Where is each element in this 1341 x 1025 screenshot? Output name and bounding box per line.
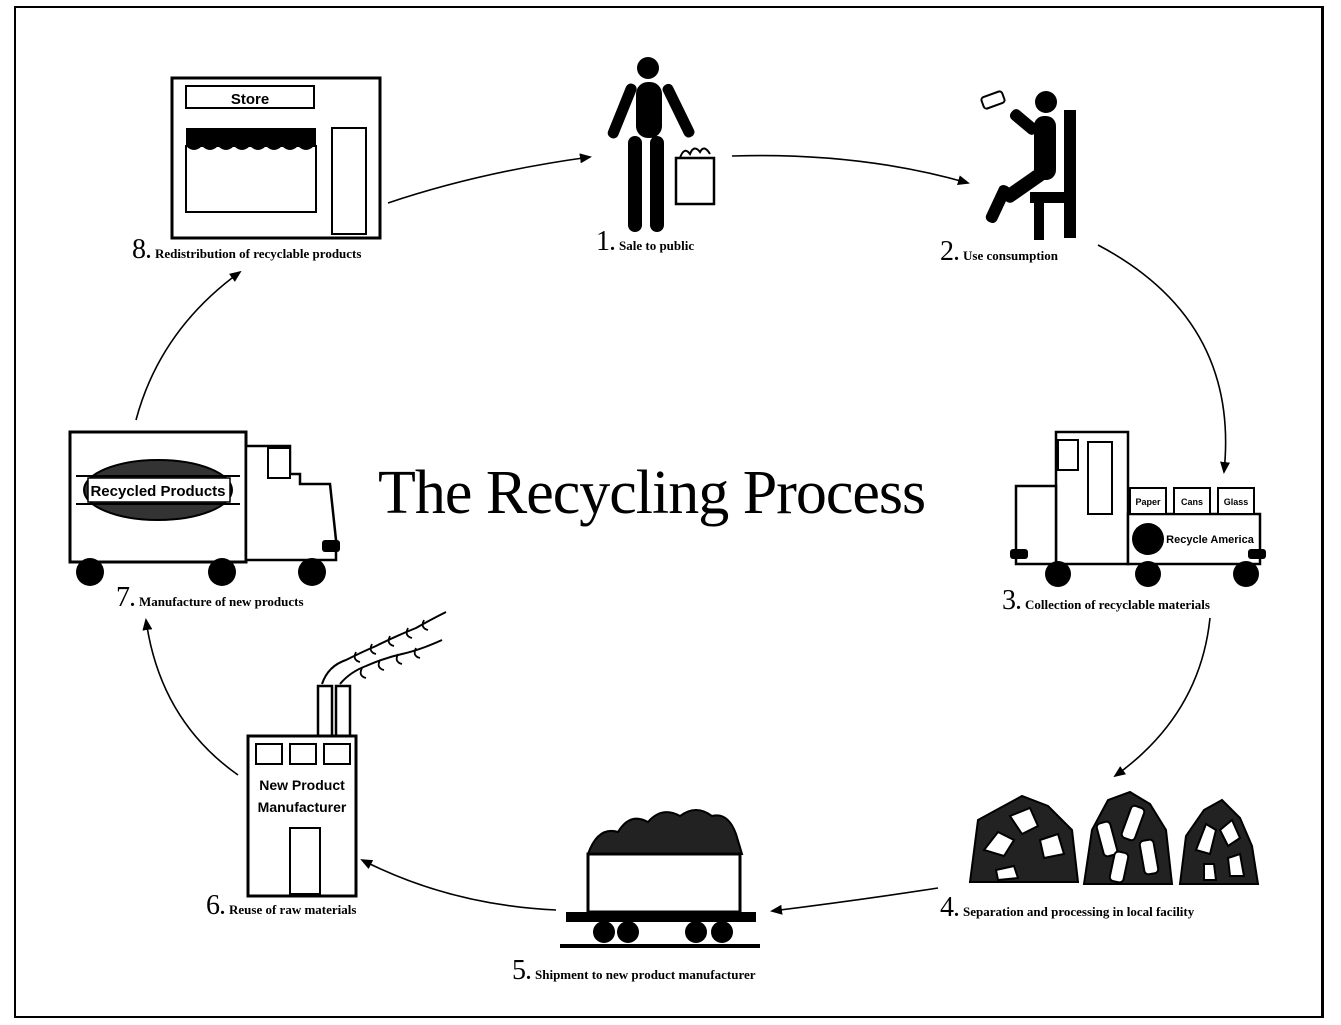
arrow-8-to-1 bbox=[387, 153, 592, 204]
shopper-illustration bbox=[607, 57, 716, 232]
bin-label-cans: Cans bbox=[1181, 497, 1203, 507]
arrow-5-to-6 bbox=[360, 859, 557, 911]
diagram-title: The Recycling Process bbox=[378, 459, 926, 527]
step-text: Shipment to new product manufacturer bbox=[535, 967, 756, 982]
step-text: Reuse of raw materials bbox=[229, 902, 357, 917]
step-1-label: 1.Sale to public bbox=[596, 226, 695, 257]
arrow-7-to-8 bbox=[135, 270, 242, 421]
step-7-label: 7.Manufacture of new products bbox=[116, 582, 304, 613]
bin-label-glass: Glass bbox=[1224, 497, 1249, 507]
cycle-arrows bbox=[135, 153, 1231, 915]
arrow-6-to-7 bbox=[142, 618, 239, 776]
arrow-2-to-3 bbox=[1097, 244, 1231, 474]
step-text: Separation and processing in local facil… bbox=[963, 904, 1195, 919]
step-8-label: 8.Redistribution of recyclable products bbox=[132, 234, 362, 265]
step-text: Sale to public bbox=[619, 238, 695, 253]
consumer-illustration bbox=[980, 90, 1076, 240]
step-text: Redistribution of recyclable products bbox=[155, 246, 362, 261]
arrow-3-to-4 bbox=[1113, 617, 1211, 778]
factory-sign-line2: Manufacturer bbox=[258, 799, 347, 815]
step-6-label: 6.Reuse of raw materials bbox=[206, 890, 357, 921]
step-number: 3 bbox=[1002, 585, 1016, 616]
step-number: 6 bbox=[206, 890, 220, 921]
step-number: 2 bbox=[940, 236, 954, 267]
step-3-label: 3.Collection of recyclable materials bbox=[1002, 585, 1210, 616]
step-text: Use consumption bbox=[963, 248, 1058, 263]
step-number: 5 bbox=[512, 955, 526, 986]
sorted-materials-illustration bbox=[968, 790, 1260, 885]
step-number: 4 bbox=[940, 892, 954, 923]
product-truck-logo-text: Recycled Products bbox=[90, 483, 225, 500]
step-number: 1 bbox=[596, 226, 610, 257]
store-sign-text: Store bbox=[231, 91, 269, 108]
step-text: Manufacture of new products bbox=[139, 594, 304, 609]
recycling-truck-illustration: Paper Cans Glass Recycle America bbox=[1010, 430, 1266, 587]
step-4-label: 4.Separation and processing in local fac… bbox=[940, 892, 1195, 923]
step-number: 7 bbox=[116, 582, 130, 613]
step-2-label: 2.Use consumption bbox=[940, 236, 1058, 267]
factory-illustration: New Product Manufacturer bbox=[246, 611, 447, 898]
step-text: Collection of recyclable materials bbox=[1025, 597, 1210, 612]
step-5-label: 5.Shipment to new product manufacturer bbox=[512, 955, 756, 986]
truck-logo-text: Recycle America bbox=[1166, 534, 1255, 546]
factory-sign-line1: New Product bbox=[259, 777, 345, 793]
arrow-1-to-2 bbox=[731, 154, 970, 186]
bin-label-paper: Paper bbox=[1135, 497, 1161, 507]
rail-car-illustration bbox=[560, 809, 760, 948]
store-illustration: Store bbox=[170, 76, 382, 240]
diagram-frame bbox=[14, 6, 1324, 1018]
arrow-4-to-5 bbox=[770, 887, 939, 915]
step-number: 8 bbox=[132, 234, 146, 265]
product-truck-illustration: Recycled Products bbox=[68, 430, 340, 586]
